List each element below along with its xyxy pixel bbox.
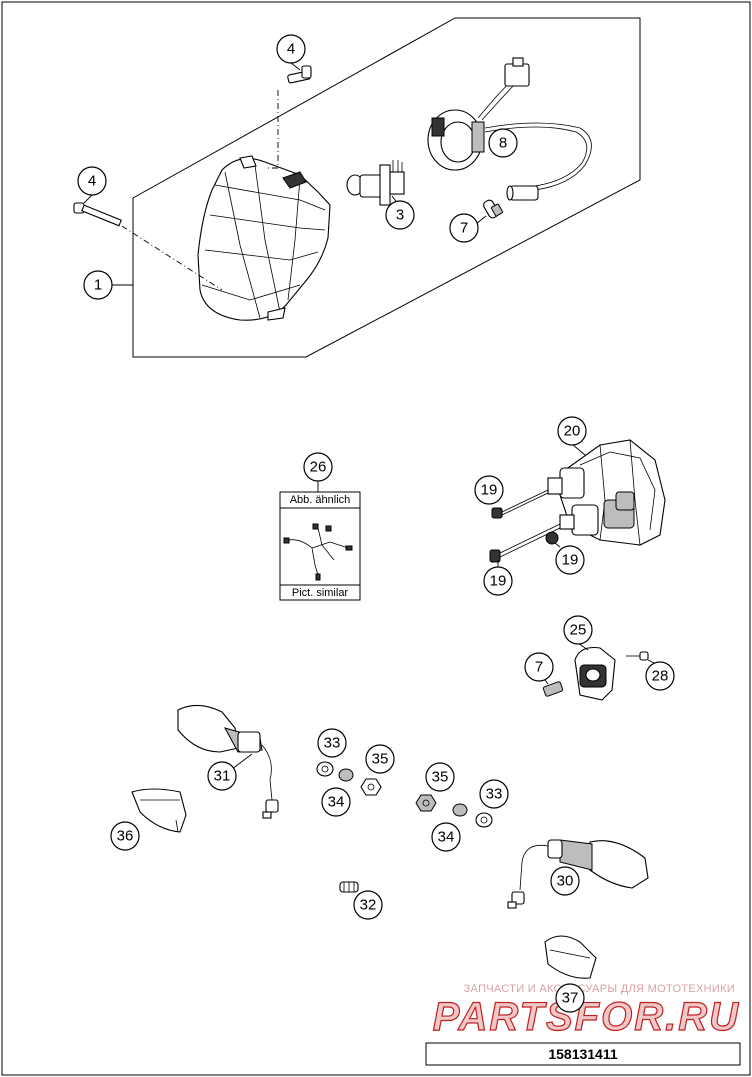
callout-number: 19 [562,552,579,569]
watermark-brand: PARTSFOR.RU [433,995,740,1039]
callout-number: 30 [557,873,574,890]
callout-number: 33 [486,786,503,803]
callout-number: 20 [564,423,581,440]
callout-37: 37 [555,983,585,1013]
callout-number: 3 [396,207,404,224]
mounting-hardware [316,761,493,893]
callout-number: 35 [432,769,449,786]
callout-number: 25 [570,622,587,639]
callout-number: 37 [562,990,579,1007]
callout-number: 34 [438,829,455,846]
callout-number: 4 [88,173,96,190]
catalog-number: 158131411 [548,1046,618,1062]
callout-32: 32 [353,890,383,920]
wiring-harness-box: Abb. ähnlich Pict. similar [279,481,361,601]
callout-4-upper: 4 [276,34,306,64]
watermark: ЗАПЧАСТИ И АКСЕССУАРЫ ДЛЯ МОТОТЕХНИКИ PA… [432,983,740,1040]
watermark-tagline: ЗАПЧАСТИ И АКСЕССУАРЫ ДЛЯ МОТОТЕХНИКИ [464,983,735,995]
harness-top-label: Abb. ähnlich [290,494,351,506]
callout-35-left: 35 [365,744,395,774]
callout-34-left: 34 [321,787,351,817]
callout-number: 36 [117,828,134,845]
callout-number: 34 [328,794,345,811]
callout-19-b: 19 [555,545,585,575]
callout-7-upper: 7 [449,213,479,243]
callout-number: 26 [310,459,327,476]
callout-30: 30 [550,866,580,896]
headlight-mask [197,155,331,321]
callout-number: 32 [360,897,377,914]
callout-number: 19 [490,573,507,590]
callout-33-left: 33 [317,728,347,758]
callout-1: 1 [83,270,113,300]
bulb-socket-harness [427,57,592,201]
callout-4-left: 4 [77,166,107,196]
indicator-lens-left [131,788,187,833]
catalog-number-box [425,1042,741,1066]
callout-28: 28 [645,661,675,691]
callout-19-a: 19 [474,475,504,505]
callout-8: 8 [488,128,518,158]
callout-number: 7 [535,659,543,676]
small-bulb-upper [483,199,504,219]
callout-36: 36 [110,821,140,851]
indicator-front-left [177,704,279,819]
bolt-upper [287,65,312,84]
harness-bottom-label: Pict. similar [292,587,349,599]
callout-number: 1 [94,277,102,294]
callout-number: 33 [324,735,341,752]
bolt-left [73,202,122,227]
callout-number: 35 [372,751,389,768]
callout-number: 4 [287,41,295,58]
assembly-bracket [132,17,641,358]
callout-number: 8 [499,135,507,152]
callout-number: 31 [214,768,231,785]
callout-35-right: 35 [425,762,455,792]
indicator-lens-right [544,935,597,979]
tail-light-group [489,439,666,563]
headlight-bulb [346,160,405,206]
callout-34-right: 34 [431,822,461,852]
callout-3: 3 [385,200,415,230]
callout-33-right: 33 [479,779,509,809]
callout-number: 19 [481,482,498,499]
callout-20: 20 [557,416,587,446]
license-plate-light [542,646,649,701]
callout-19-c: 19 [483,566,513,596]
callout-31: 31 [207,761,237,791]
callout-number: 7 [460,220,468,237]
indicator-front-right [507,839,649,909]
headlight-assembly-group [73,17,641,358]
callout-26: 26 [303,452,333,482]
callout-25: 25 [563,615,593,645]
callout-7-lower: 7 [524,652,554,682]
callout-number: 28 [652,668,669,685]
